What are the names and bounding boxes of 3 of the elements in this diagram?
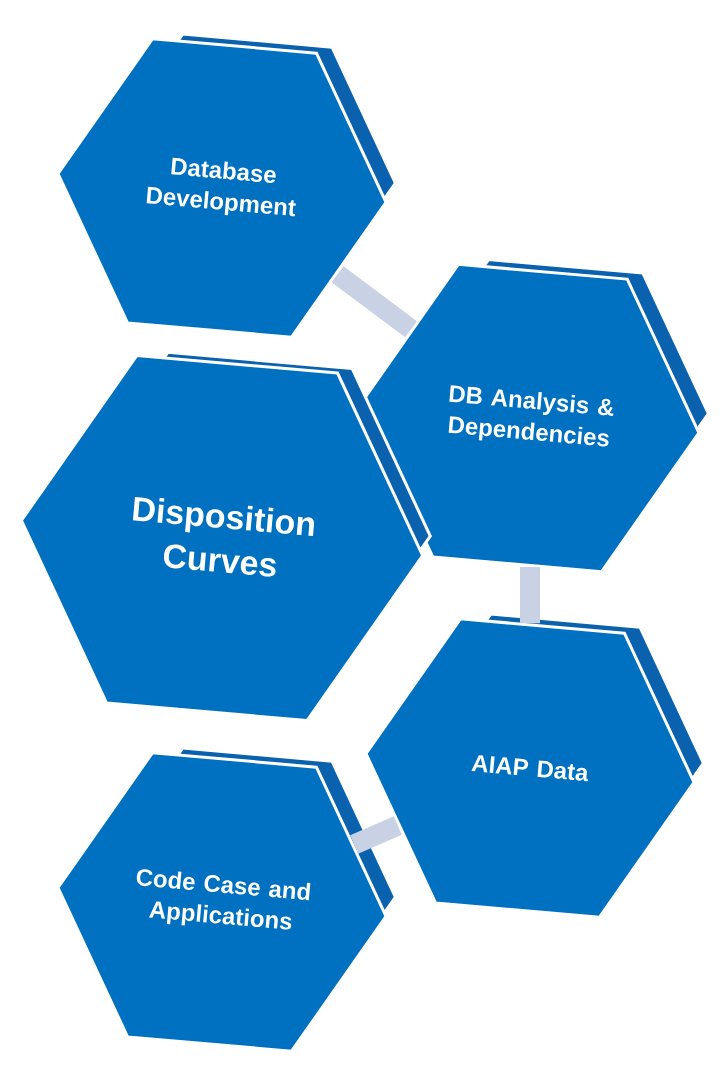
connector-bridge <box>350 816 402 854</box>
hexagon: Disposition Curves <box>19 350 432 723</box>
connector-bridge <box>331 266 418 338</box>
